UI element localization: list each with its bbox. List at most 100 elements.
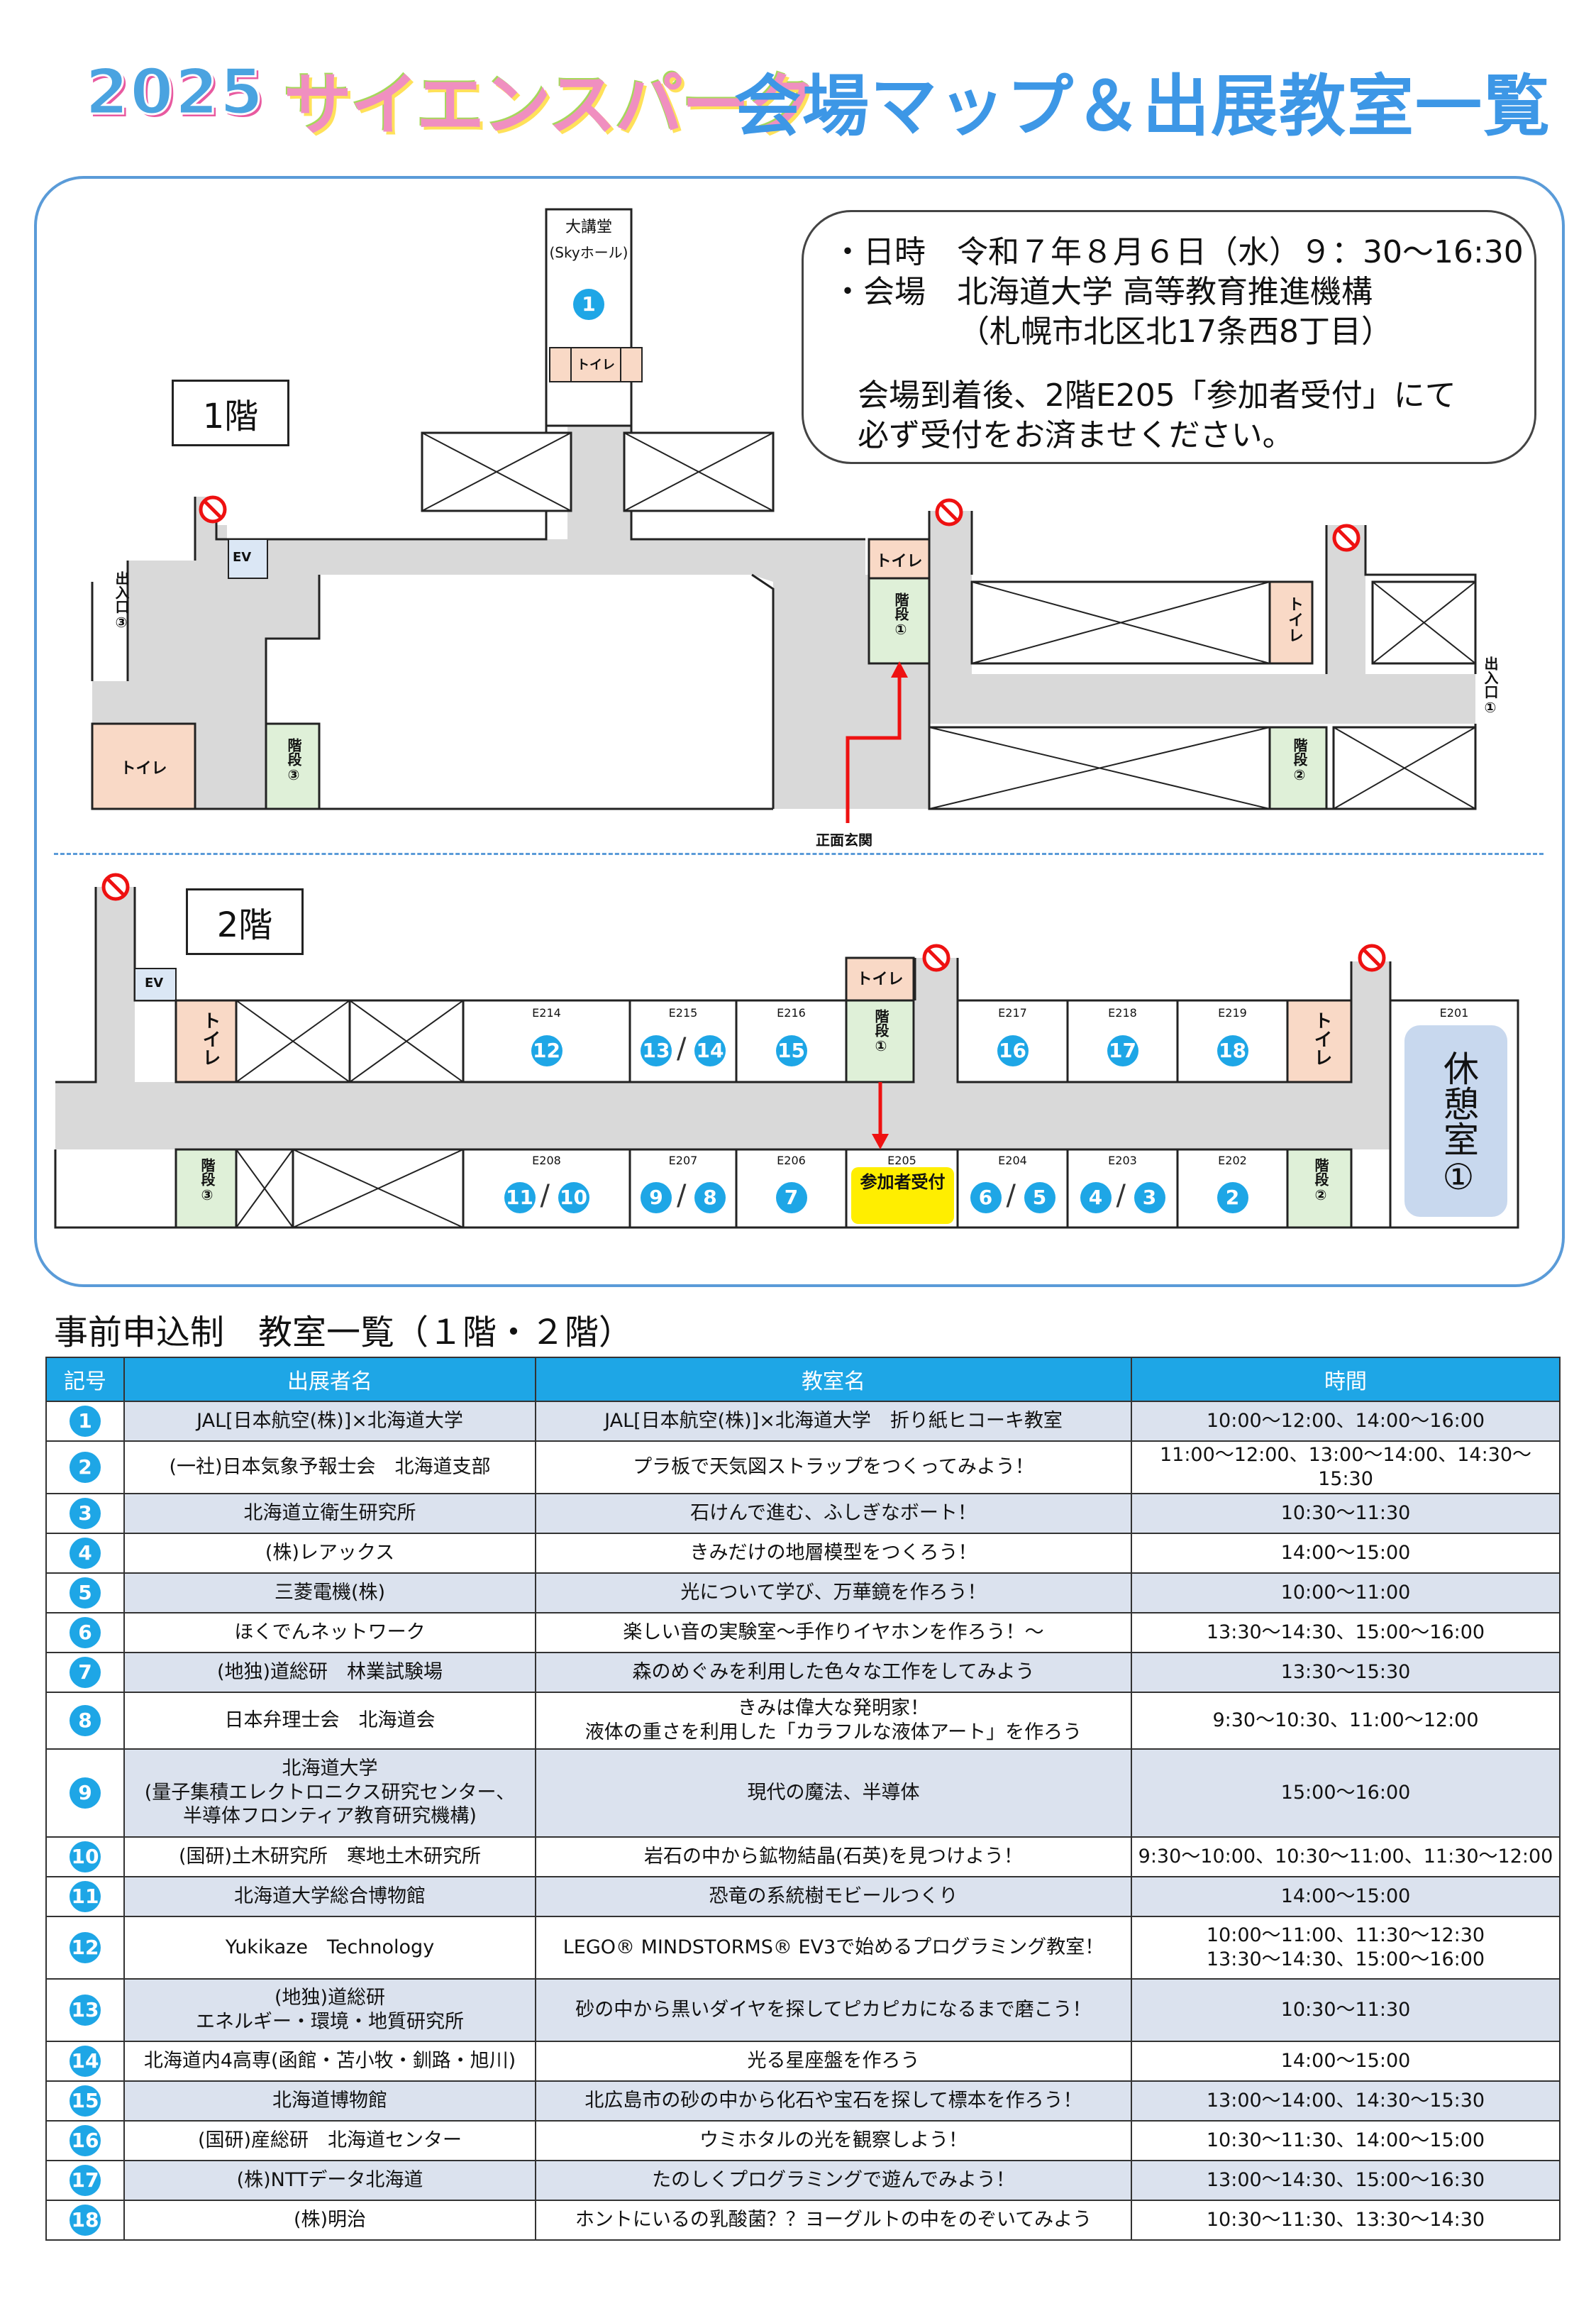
no-entry-icon: [1332, 524, 1361, 552]
exhibit-marker[interactable]: 5: [1024, 1182, 1055, 1213]
exhibitor-cell: JAL[日本航空(株)]×北海道大学: [123, 1401, 536, 1442]
exhibit-marker[interactable]: 8: [694, 1182, 726, 1213]
room-code: E202: [1218, 1154, 1247, 1167]
room-code: E214: [532, 1006, 561, 1020]
main-entrance-label: 正面玄関: [816, 832, 872, 849]
exhibit-marker[interactable]: 6: [970, 1182, 1002, 1213]
closed-room: [623, 431, 775, 512]
number-badge: 11: [70, 1880, 101, 1912]
closed-room: [292, 1148, 465, 1229]
exhibit-marker[interactable]: 13: [641, 1035, 672, 1066]
exhibit-marker[interactable]: 16: [997, 1035, 1029, 1066]
time-cell: 13:00～14:00、14:30～15:30: [1131, 2080, 1561, 2122]
closed-room: [1371, 580, 1477, 665]
row-number-cell: 17: [45, 2159, 125, 2201]
exhibit-marker[interactable]: 1: [573, 289, 604, 320]
number-badge: 13: [70, 1994, 101, 2026]
exhibitor-cell: (地独)道総研 林業試験場: [123, 1651, 536, 1693]
hall-sub: (Skyホール): [549, 244, 628, 261]
time-cell: 15:00～16:00: [1131, 1748, 1561, 1838]
number-badge: 4: [70, 1537, 101, 1569]
exhibit-marker[interactable]: 17: [1107, 1035, 1138, 1066]
stairs2-label: 階段②: [1312, 1158, 1329, 1203]
no-entry-icon: [922, 944, 951, 972]
room-code: E219: [1218, 1006, 1247, 1020]
exhibit-marker[interactable]: 4: [1080, 1182, 1112, 1213]
row-number-cell: 1: [45, 1401, 125, 1442]
room-code: E207: [668, 1154, 698, 1167]
exhibit-marker[interactable]: 14: [694, 1035, 726, 1066]
exhibitor-cell: (地独)道総研 エネルギー・環境・地質研究所: [123, 1977, 536, 2042]
slash-divider: /: [1006, 1179, 1016, 1212]
classroom-cell: ホントにいるの乳酸菌？？ヨーグルトの中をのぞいてみよう: [535, 2199, 1132, 2241]
time-cell: 14:00～15:00: [1131, 1875, 1561, 1917]
number-badge: 3: [70, 1497, 101, 1529]
row-number-cell: 18: [45, 2199, 125, 2241]
number-badge: 10: [70, 1841, 101, 1872]
info-address: （札幌市北区北17条西8丁目）: [958, 314, 1392, 350]
exhibit-marker[interactable]: 11: [504, 1182, 536, 1213]
floor2-plan: [54, 887, 1519, 1229]
exhibitor-cell: (株)レアックス: [123, 1532, 536, 1574]
exhibit-marker[interactable]: 9: [641, 1182, 672, 1213]
title-year: 2025: [84, 55, 265, 130]
classroom-cell: JAL[日本航空(株)]×北海道大学 折り紙ヒコーキ教室: [535, 1401, 1132, 1442]
classroom-cell: 楽しい音の実験室～手作りイヤホンを作ろう！～: [535, 1611, 1132, 1653]
exhibitor-cell: 三菱電機(株): [123, 1572, 536, 1613]
classroom-cell: 現代の魔法、半導体: [535, 1748, 1132, 1838]
room-code: E205: [887, 1154, 916, 1167]
time-cell: 9:30～10:00、10:30～11:00、11:30～12:00: [1131, 1836, 1561, 1877]
table-title: 事前申込制 教室一覧（１階・２階）: [54, 1313, 633, 1352]
time-cell: 14:00～15:00: [1131, 1532, 1561, 1574]
page-title: 会場マップ＆出展教室一覧: [734, 68, 1552, 145]
classroom-cell: 岩石の中から鉱物結晶(石英)を見つけよう！: [535, 1836, 1132, 1877]
row-number-cell: 6: [45, 1611, 125, 1653]
table-row: 4(株)レアックスきみだけの地層模型をつくろう！14:00～15:00: [45, 1532, 1561, 1574]
row-number-cell: 11: [45, 1875, 125, 1917]
stairs2-label: 階段②: [1291, 738, 1308, 783]
exhibit-marker[interactable]: 7: [775, 1182, 807, 1213]
number-badge: 2: [70, 1451, 101, 1483]
info-box: ・日時 令和７年８月６日（水）９：30～16:30 ・会場 北海道大学 高等教育…: [802, 210, 1536, 464]
header-exhibitor: 出展者名: [123, 1357, 536, 1402]
exhibit-marker[interactable]: 3: [1134, 1182, 1165, 1213]
stairs1-label: 階段①: [872, 1009, 890, 1054]
stairs1-label: 階段①: [892, 592, 909, 638]
exhibit-marker[interactable]: 10: [558, 1182, 589, 1213]
classroom-cell: 光について学び、万華鏡を作ろう！: [535, 1572, 1132, 1613]
time-cell: 10:00～11:00、11:30～12:30 13:30～14:30、15:0…: [1131, 1915, 1561, 1980]
time-cell: 10:30～11:30: [1131, 1492, 1561, 1534]
exhibitor-cell: (株)明治: [123, 2199, 536, 2241]
row-number-cell: 10: [45, 1836, 125, 1877]
classroom-cell: きみは偉大な発明家！ 液体の重さを利用した「カラフルな液体アート」を作ろう: [535, 1691, 1132, 1750]
classroom-cell: 恐竜の系統樹モビールつくり: [535, 1875, 1132, 1917]
exhibit-marker[interactable]: 15: [775, 1035, 807, 1066]
exhibitor-cell: 北海道博物館: [123, 2080, 536, 2122]
exhibitor-cell: (株)NTTデータ北海道: [123, 2159, 536, 2201]
exhibitor-cell: (国研)産総研 北海道センター: [123, 2119, 536, 2161]
exit1-label: 出入口①: [1482, 656, 1499, 716]
ev-label: EV: [233, 550, 252, 565]
exit3-label: 出入口③: [113, 571, 130, 631]
room-code: E208: [532, 1154, 561, 1167]
closed-room: [928, 726, 1271, 810]
number-badge: 15: [70, 2085, 101, 2117]
room-code: E218: [1108, 1006, 1137, 1020]
exhibit-marker[interactable]: 2: [1217, 1182, 1248, 1213]
exhibit-marker[interactable]: 12: [531, 1035, 563, 1066]
stairs3-label: 階段③: [285, 738, 302, 783]
slash-divider: /: [1116, 1179, 1126, 1212]
row-number-cell: 14: [45, 2040, 125, 2082]
exhibit-marker[interactable]: 18: [1217, 1035, 1248, 1066]
toilet-label: トイレ: [120, 760, 167, 778]
number-badge: 17: [70, 2164, 101, 2196]
info-notice-1: 会場到着後、2階E205「参加者受付」にて: [858, 377, 1456, 414]
room-code: E203: [1108, 1154, 1137, 1167]
